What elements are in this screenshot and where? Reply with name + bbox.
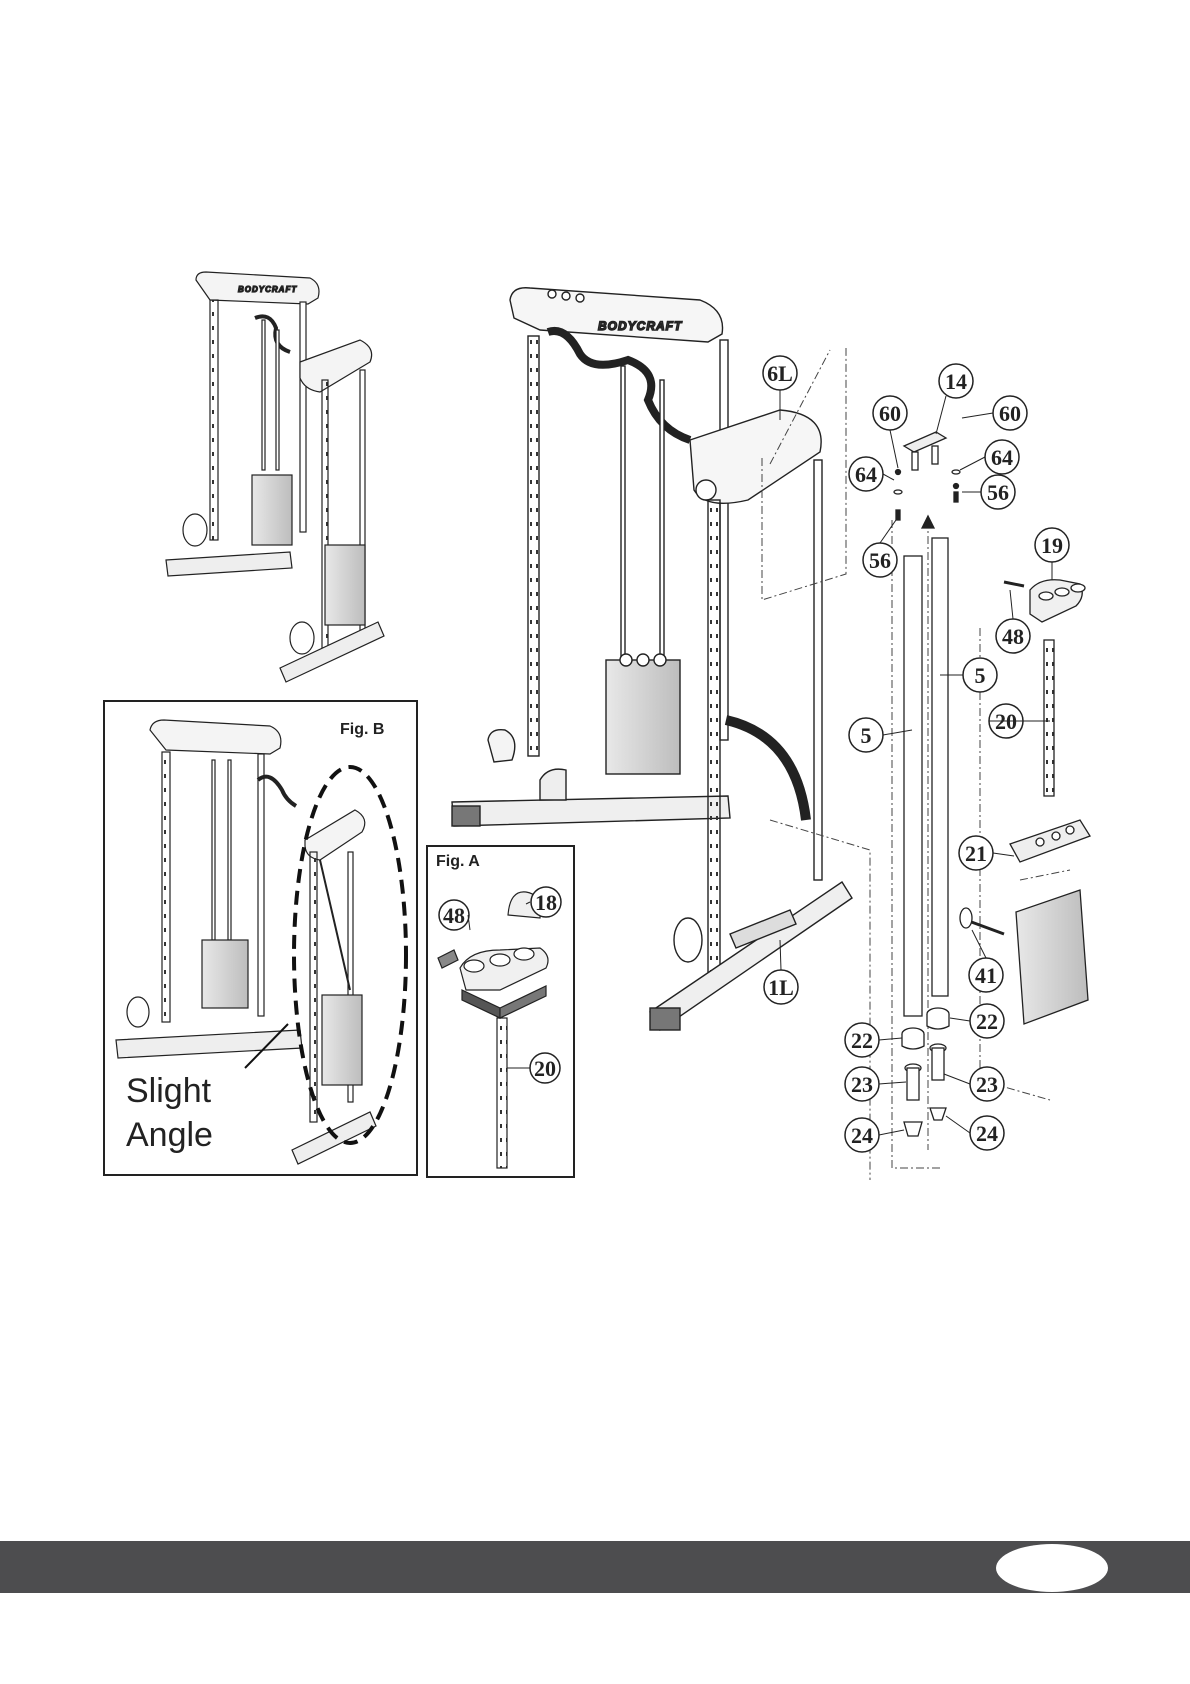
callout-19: 19 [1035,528,1069,562]
svg-text:48: 48 [1002,624,1024,649]
svg-text:48: 48 [443,903,465,928]
callout-64-left: 64 [849,457,883,491]
svg-text:5: 5 [975,663,986,688]
fig-b-title: Fig. B [340,721,384,738]
fig-b-note-line1: Slight [126,1072,212,1110]
svg-text:60: 60 [999,401,1021,426]
svg-text:60: 60 [879,401,901,426]
fig-a-callout-20: 20 [530,1053,560,1083]
callout-23-right: 23 [970,1067,1004,1101]
fig-a-callout-48: 48 [439,900,469,930]
svg-text:41: 41 [975,963,997,988]
callout-5-right: 5 [963,658,997,692]
callout-5-left: 5 [849,718,883,752]
svg-text:5: 5 [861,723,872,748]
svg-text:64: 64 [991,445,1013,470]
svg-text:14: 14 [945,369,967,394]
svg-text:6L: 6L [767,361,793,386]
callout-14: 14 [939,364,973,398]
svg-text:22: 22 [976,1009,998,1034]
svg-text:1L: 1L [768,975,794,1000]
callout-64-right: 64 [985,440,1019,474]
callout-41: 41 [969,958,1003,992]
callout-24-left: 24 [845,1118,879,1152]
overview-brand: BODYCRAFT [238,285,297,294]
svg-text:21: 21 [965,841,987,866]
callout-56-left: 56 [863,543,897,577]
callout-22-left: 22 [845,1023,879,1057]
callout-21: 21 [959,836,993,870]
callout-48: 48 [996,619,1030,653]
svg-text:22: 22 [851,1028,873,1053]
callout-24-right: 24 [970,1116,1004,1150]
svg-text:19: 19 [1041,533,1063,558]
svg-text:64: 64 [855,462,877,487]
svg-text:18: 18 [535,890,557,915]
svg-text:24: 24 [976,1121,998,1146]
svg-text:20: 20 [534,1056,556,1081]
page-number-oval [996,1544,1108,1592]
callout-60-right: 60 [993,396,1027,430]
callout-23-left: 23 [845,1067,879,1101]
fig-b-note-line2: Angle [126,1116,213,1154]
fig-a-title: Fig. A [436,853,480,870]
fig-a-callout-18: 18 [531,887,561,917]
svg-text:56: 56 [869,548,891,573]
svg-text:23: 23 [851,1072,873,1097]
callout-6L: 6L [763,356,797,390]
svg-text:23: 23 [976,1072,998,1097]
main-brand: BODYCRAFT [598,319,683,333]
svg-text:56: 56 [987,480,1009,505]
svg-text:24: 24 [851,1123,873,1148]
fig-a-panel: Fig. A 48 18 20 [427,846,574,1177]
callout-60-left: 60 [873,396,907,430]
overview-illustration: BODYCRAFT [166,272,384,682]
callout-1L: 1L [764,970,798,1004]
callout-22-right: 22 [970,1004,1004,1038]
callout-56-right: 56 [981,475,1015,509]
fig-b-panel: Fig. B Slight Angle [104,701,417,1175]
